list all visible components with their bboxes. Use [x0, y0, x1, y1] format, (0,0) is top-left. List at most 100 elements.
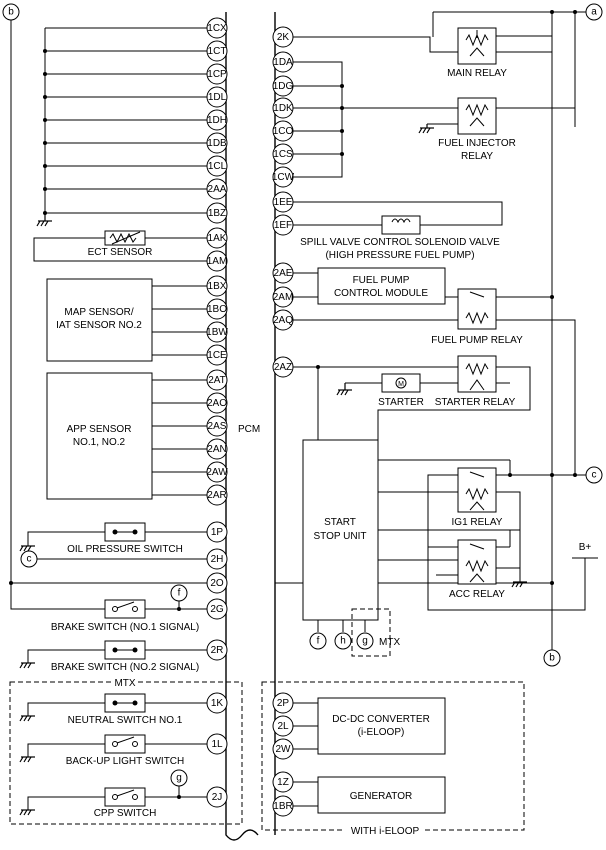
svg-text:1BZ: 1BZ: [208, 208, 226, 219]
svg-text:2AO: 2AO: [207, 398, 227, 409]
fuel-pump-module-label-2: CONTROL MODULE: [334, 288, 428, 299]
ground-symbol-icon: [336, 383, 352, 396]
b-plus-label: B+: [579, 542, 592, 553]
dcdc-converter: DC-DC CONVERTER (i-ELOOP): [293, 697, 446, 755]
svg-text:1DH: 1DH: [207, 115, 227, 126]
pin-1bw: 1BW: [206, 321, 228, 343]
svg-text:2AQ: 2AQ: [273, 315, 293, 326]
svg-text:1BR: 1BR: [273, 801, 292, 812]
ect-sensor-label: ECT SENSOR: [88, 247, 153, 258]
svg-text:2AM: 2AM: [273, 292, 294, 303]
pin-2p: 2P: [272, 692, 294, 714]
svg-text:a: a: [591, 7, 597, 18]
neutral-switch-label: NEUTRAL SWITCH NO.1: [68, 715, 183, 726]
pin-1bo: 1BO: [206, 298, 228, 320]
svg-text:1DG: 1DG: [273, 81, 294, 92]
node-g-right: g: [356, 632, 374, 650]
svg-text:1CS: 1CS: [273, 149, 293, 160]
map-sensor: MAP SENSOR/ IAT SENSOR NO.2: [46, 278, 207, 362]
pin-1cs: 1CS: [272, 143, 294, 165]
svg-text:1CO: 1CO: [273, 126, 294, 137]
neutral-switch: NEUTRAL SWITCH NO.1: [19, 693, 207, 726]
pin-1ce: 1CE: [206, 344, 228, 366]
ground-symbol-icon: [418, 124, 434, 134]
cpp-switch: CPP SWITCH: [19, 786, 207, 819]
generator: GENERATOR: [293, 776, 446, 814]
battery-positive: B+: [572, 542, 598, 560]
svg-text:2AZ: 2AZ: [274, 362, 292, 373]
spill-valve-label-2: (HIGH PRESSURE FUEL PUMP): [325, 250, 474, 261]
main-relay-label: MAIN RELAY: [447, 68, 507, 79]
svg-text:2AS: 2AS: [208, 421, 227, 432]
svg-text:1P: 1P: [211, 527, 224, 538]
svg-text:1DB: 1DB: [207, 138, 227, 149]
pin-1ee: 1EE: [272, 191, 294, 213]
node-f-right: f: [309, 632, 327, 650]
pin-2az: 2AZ: [272, 356, 294, 378]
oil-pressure-switch: OIL PRESSURE SWITCH: [19, 522, 207, 555]
pcm-right-pins: 2K1DA1DG1DK1CO1CS1CW1EE1EF2AE2AM2AQ2AZ2P…: [272, 26, 295, 817]
pin-1dg: 1DG: [272, 75, 294, 97]
pin-1co: 1CO: [272, 120, 294, 142]
map-sensor-label-2: IAT SENSOR NO.2: [56, 320, 142, 331]
pcm-left-edge: [225, 12, 259, 841]
svg-text:2O: 2O: [210, 578, 224, 589]
pin-2o: 2O: [206, 572, 228, 594]
svg-text:2R: 2R: [211, 645, 224, 656]
svg-text:1DA: 1DA: [273, 57, 293, 68]
ground-symbol-icon: [36, 213, 52, 227]
app-sensor-label-1: APP SENSOR: [67, 424, 132, 435]
pin-2an: 2AN: [206, 438, 228, 460]
cpp-switch-label: CPP SWITCH: [94, 808, 157, 819]
pin-1ct: 1CT: [206, 40, 228, 62]
svg-text:1AM: 1AM: [207, 256, 228, 267]
node-b-bottom: b: [543, 649, 561, 667]
mtx-left-label: MTX: [114, 678, 135, 689]
svg-text:1CP: 1CP: [207, 69, 227, 80]
svg-text:2L: 2L: [277, 721, 289, 732]
pin-2r: 2R: [206, 639, 228, 661]
svg-text:1BW: 1BW: [206, 327, 228, 338]
svg-text:2W: 2W: [276, 744, 292, 755]
pin-2ao: 2AO: [206, 392, 228, 414]
pin-2at: 2AT: [206, 369, 228, 391]
pin-1dh: 1DH: [206, 109, 228, 131]
acc-relay: ACC RELAY: [427, 530, 586, 611]
ground-symbol-icon: [19, 756, 35, 763]
dcdc-label-2: (i-ELOOP): [358, 727, 405, 738]
with-ieloop-label: WITH i-ELOOP: [351, 826, 420, 837]
pin-1bz: 1BZ: [206, 202, 228, 224]
fuel-injector-relay-label-2: RELAY: [461, 151, 493, 162]
node-h: h: [334, 632, 352, 650]
svg-text:g: g: [176, 773, 182, 784]
svg-text:1CW: 1CW: [272, 172, 295, 183]
pin-2h: 2H: [206, 548, 228, 570]
svg-text:2AR: 2AR: [207, 490, 226, 501]
starter-relay: STARTER RELAY: [293, 355, 531, 440]
pin-1dl: 1DL: [206, 86, 228, 108]
svg-text:g: g: [362, 636, 368, 647]
starter-label: STARTER: [378, 397, 424, 408]
pin-1z: 1Z: [272, 771, 294, 793]
pin-1ef: 1EF: [272, 214, 294, 236]
generator-label: GENERATOR: [350, 791, 412, 802]
pin-2as: 2AS: [206, 415, 228, 437]
ground-symbol-icon: [19, 662, 35, 669]
oil-pressure-switch-label: OIL PRESSURE SWITCH: [67, 544, 183, 555]
svg-text:1K: 1K: [211, 698, 224, 709]
svg-text:f: f: [317, 636, 320, 647]
ssu-label-1: START: [324, 517, 356, 528]
node-b-top: b: [2, 3, 20, 21]
pin-1l: 1L: [206, 733, 228, 755]
fuel-pump-module-label-1: FUEL PUMP: [353, 275, 410, 286]
svg-text:f: f: [178, 588, 181, 599]
ground-bus: [36, 27, 207, 227]
backup-light-switch-label: BACK-UP LIGHT SWITCH: [66, 756, 185, 767]
pcm-left-pins: 1CX1CT1CP1DL1DH1DB1CL2AA1BZ1AK1AM1BX1BO1…: [206, 17, 228, 808]
spill-valve-label-1: SPILL VALVE CONTROL SOLENOID VALVE: [300, 237, 500, 248]
ig1-relay: IG1 RELAY: [427, 460, 586, 582]
svg-text:b: b: [8, 7, 14, 18]
fuel-injector-relay-label-1: FUEL INJECTOR: [438, 138, 516, 149]
pin-2am: 2AM: [272, 286, 294, 308]
svg-text:2AW: 2AW: [206, 467, 228, 478]
